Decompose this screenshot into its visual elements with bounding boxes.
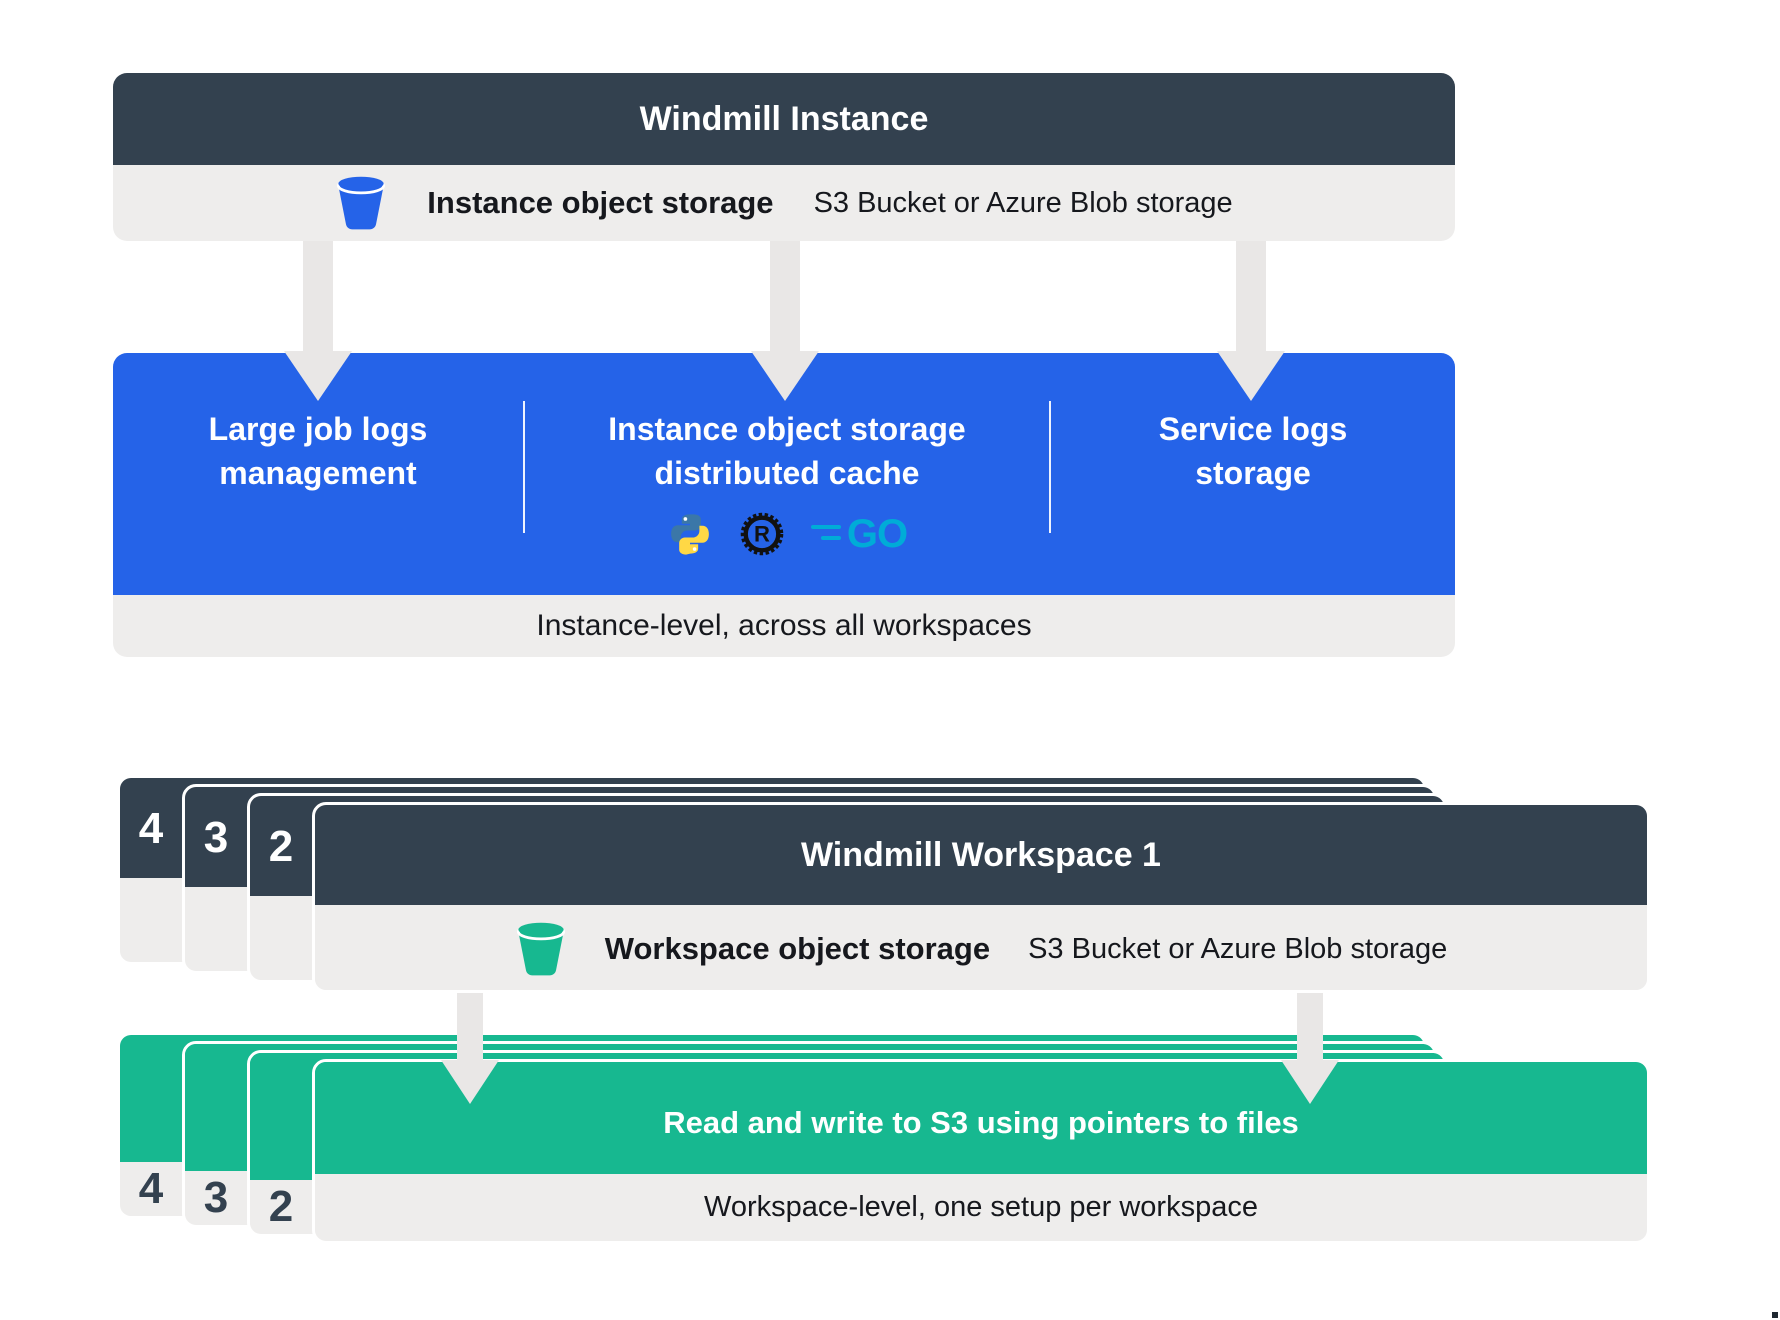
workspace-header: Windmill Workspace 1	[315, 805, 1647, 905]
flow-arrow-down	[1281, 993, 1339, 1111]
bucket-icon	[516, 922, 565, 976]
instance-storage-row: Instance object storage S3 Bucket or Azu…	[113, 165, 1455, 241]
feature-label-line: Large job logs	[208, 411, 428, 447]
feature-large-job-logs: Large job logs management	[113, 353, 523, 595]
workspace-number: 2	[268, 822, 294, 871]
instance-storage-label: Instance object storage	[427, 185, 774, 220]
instance-title: Windmill Instance	[639, 99, 929, 138]
rust-icon: R	[740, 512, 784, 556]
s3-action-banner: Read and write to S3 using pointers to f…	[315, 1062, 1647, 1174]
feature-label-line: distributed cache	[654, 455, 920, 491]
arrow-shaft	[1297, 993, 1323, 1062]
instance-header: Windmill Instance	[113, 73, 1455, 165]
arrow-shaft	[770, 241, 800, 353]
workspace-title: Windmill Workspace 1	[801, 835, 1161, 874]
workspace-number: 2	[268, 1182, 294, 1231]
arrow-head	[284, 351, 352, 401]
workspace-card-1: Windmill Workspace 1 Workspace object st…	[312, 802, 1650, 993]
language-logos-row: R GO	[667, 511, 908, 557]
arrow-shaft	[457, 993, 483, 1062]
workspace-storage-row: Workspace object storage S3 Bucket or Az…	[315, 905, 1647, 990]
workspace-s3-card-1: Read and write to S3 using pointers to f…	[312, 1059, 1650, 1244]
go-letters: GO	[846, 512, 908, 556]
bucket-icon	[337, 176, 386, 230]
workspace-number: 3	[203, 813, 229, 862]
workspace-footer: Workspace-level, one setup per workspace	[315, 1174, 1647, 1241]
workspace-storage-detail: S3 Bucket or Azure Blob storage	[1028, 932, 1448, 965]
column-divider	[1049, 401, 1051, 533]
go-speed-lines	[810, 524, 841, 540]
arrow-head	[751, 351, 819, 401]
instance-footer-text: Instance-level, across all workspaces	[536, 609, 1032, 642]
arrow-shaft	[1236, 241, 1266, 353]
flow-arrow-down	[751, 241, 819, 406]
workspace-number: 4	[138, 804, 164, 853]
instance-storage-detail: S3 Bucket or Azure Blob storage	[813, 186, 1233, 219]
go-icon: GO	[810, 512, 908, 556]
feature-distributed-cache: Instance object storage distributed cach…	[525, 353, 1049, 595]
flow-arrow-down	[441, 993, 499, 1111]
workspace-footer-text: Workspace-level, one setup per workspace	[704, 1191, 1258, 1223]
flow-arrow-down	[284, 241, 352, 406]
feature-label-line: management	[219, 455, 417, 491]
column-divider	[523, 401, 525, 533]
feature-label-line: storage	[1195, 455, 1311, 491]
arrow-head	[441, 1060, 499, 1104]
python-icon	[670, 514, 709, 555]
workspace-storage-label: Workspace object storage	[604, 931, 991, 966]
rust-letter: R	[754, 522, 770, 547]
arrow-head	[1217, 351, 1285, 401]
arrow-head	[1281, 1060, 1339, 1104]
flow-arrow-down	[1217, 241, 1285, 406]
s3-action-text: Read and write to S3 using pointers to f…	[663, 1105, 1299, 1140]
artifact-dot	[1772, 1312, 1778, 1318]
feature-label-line: Instance object storage	[608, 411, 966, 447]
workspace-number: 4	[138, 1164, 164, 1213]
instance-footer: Instance-level, across all workspaces	[113, 595, 1455, 657]
workspace-number: 3	[203, 1173, 229, 1222]
arrow-shaft	[303, 241, 333, 353]
instance-card: Windmill Instance Instance object storag…	[113, 73, 1455, 241]
feature-service-logs: Service logs storage	[1051, 353, 1455, 595]
feature-label-line: Service logs	[1158, 411, 1348, 447]
